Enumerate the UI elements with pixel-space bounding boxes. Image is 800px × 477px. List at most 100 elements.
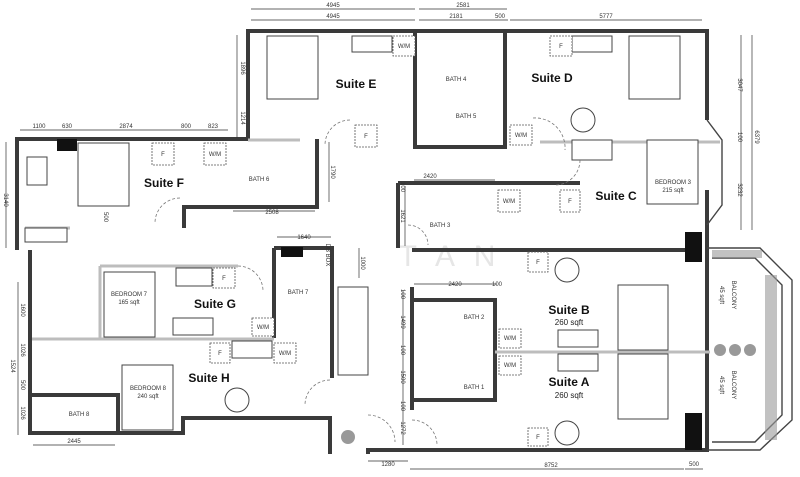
dim-bath3: 100 [399,182,405,193]
wall-bottom-a [366,190,709,454]
wardrobe [557,353,599,372]
bedroom8-area: 240 sqft [137,394,159,400]
dim-baths12: 2420 [448,282,462,288]
suite-e-label: Suite E [336,77,377,91]
suite-h-label: Suite H [188,371,229,385]
fridge-b [527,251,549,273]
wall-left-h [28,250,332,454]
balcony-outline [707,247,793,451]
dim-bath3: 2420 [423,174,437,180]
bay-window-c-d [706,119,723,226]
washer-d [509,124,533,146]
plant-icon [744,344,756,356]
bath5-label: BATH 5 [456,114,477,120]
door-swing [237,265,264,292]
bedroom3-label: BEDROOM 3 [655,180,692,186]
suite-c-label: Suite C [595,189,637,203]
bath7-label: BATH 7 [288,290,309,296]
bed-suite-a [617,353,669,420]
door-swing [154,197,181,224]
dim-baths12: 100 [399,289,405,300]
fridge-h [209,342,231,364]
dim-top: 4945 [326,14,340,20]
exterior-walls [15,29,709,454]
bedroom7-area: 165 sqft [118,300,140,306]
wardrobe [24,227,68,243]
fridge-d [549,35,573,57]
dim-bath7: 1000 [359,256,365,270]
dim-baths12: 100 [399,401,405,412]
dining-sets [26,107,596,446]
washer-f [203,142,227,166]
plant-icon [341,430,355,444]
door-swing [407,224,429,246]
suite-b-label: Suite B [548,303,590,317]
balcony [341,119,793,451]
dim-top: 4945 [326,3,340,9]
dim-baths12: 1500 [399,370,405,384]
dimension-labels: 4945 4945 2581 2181 500 5777 3047 100 63… [2,3,759,469]
dim-left: 1026 [19,343,25,357]
sofa [337,286,369,376]
column [685,413,702,450]
wall-top-e-d [246,29,709,139]
plant-icon [714,344,726,356]
dim-left: 500 [19,380,25,391]
fridge-label: F [559,44,563,50]
dim-suite-e: 1896 [239,61,245,75]
washer-g [251,317,275,337]
wardrobe [571,139,613,161]
dim-top: 2181 [449,14,463,20]
washer-h [273,342,297,364]
suite-g-label: Suite G [194,297,236,311]
dim-bath6: 2508 [265,210,279,216]
wardrobe [571,35,613,53]
dim-baths12: 1499 [399,315,405,329]
washer-c [497,189,521,213]
washer-e [392,35,416,57]
balcony-upper-area: 45 sqft [718,286,724,304]
dim-bottom: 1280 [381,462,395,468]
dim-right: 100 [736,132,742,143]
washer-label: W/M [504,363,516,369]
balcony-upper-label: BALCONY [730,281,736,310]
washer-label: W/M [209,152,221,158]
table-suite-b [554,257,580,283]
dim-right: 6379 [753,130,759,144]
wall-baths12 [412,298,497,402]
bed-bedroom3 [646,139,699,205]
fixtures: W/M F W/M F F W/M W/M F W/M F F W/M W/M … [24,35,613,447]
watermark: T A N [399,240,502,273]
wardrobe [172,317,214,336]
dimension-lines [5,8,753,470]
suite-a-area: 260 sqft [555,391,584,400]
fridge-label: F [536,435,540,441]
dim-bottom: 8752 [544,463,558,469]
fridge-e [354,124,378,148]
dim-top: 5777 [599,14,613,20]
bedroom8-label: BEDROOM 8 [130,386,167,392]
beds [77,35,699,431]
dim-bottom: 500 [689,462,700,468]
bed-suite-e [266,35,319,100]
washer-a [498,355,522,376]
planter [765,275,777,440]
fridge-f [151,142,175,166]
dim-left: 1524 [9,359,15,373]
bath3-label: BATH 3 [430,223,451,229]
suite-d-label: Suite D [531,71,573,85]
dim-left: 1600 [19,303,25,317]
table-suite-a [554,420,580,446]
wardrobe [351,35,393,53]
fridge-g [212,267,236,289]
suite-a-label: Suite A [549,375,590,389]
dim-baths12: 100 [399,345,405,356]
dim-top: 2581 [456,3,470,9]
column [57,139,77,151]
balcony-lower-area: 45 sqft [718,376,724,394]
door-swing [324,119,351,146]
dim-suite-f: 823 [208,124,219,130]
table-suite-d [570,107,596,133]
door-swing [411,419,438,446]
